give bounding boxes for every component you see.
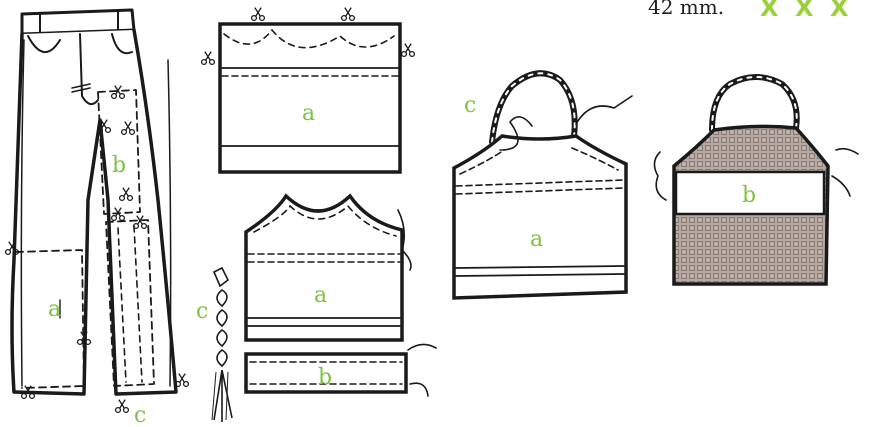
braid-drawing bbox=[212, 268, 232, 422]
jeans-label-b: b bbox=[112, 153, 126, 178]
braid-label-c: c bbox=[196, 299, 208, 324]
assembled-label-c: c bbox=[464, 93, 476, 118]
band-label-b: b bbox=[318, 365, 332, 390]
top-piece-drawing bbox=[246, 196, 411, 340]
top-piece-label-a: a bbox=[314, 283, 327, 308]
header-measure-text: 42 mm. bbox=[648, 0, 724, 19]
jeans-label-c: c bbox=[134, 403, 146, 427]
finished-label-b: b bbox=[742, 183, 756, 208]
jeans-label-a: a bbox=[48, 297, 61, 322]
jeans-drawing bbox=[12, 10, 176, 394]
header-x-mark-2: X bbox=[795, 0, 814, 22]
finished-top-drawing bbox=[654, 77, 858, 284]
assembled-label-a: a bbox=[530, 227, 543, 252]
header-x-mark-3: X bbox=[830, 0, 849, 22]
leg-piece-label-a: a bbox=[302, 101, 315, 126]
header: 42 mm. X X X bbox=[648, 0, 849, 22]
header-x-mark-1: X bbox=[760, 0, 779, 22]
assembled-top-drawing bbox=[454, 73, 632, 298]
leg-piece-drawing bbox=[220, 24, 400, 172]
band-drawing bbox=[246, 344, 436, 396]
